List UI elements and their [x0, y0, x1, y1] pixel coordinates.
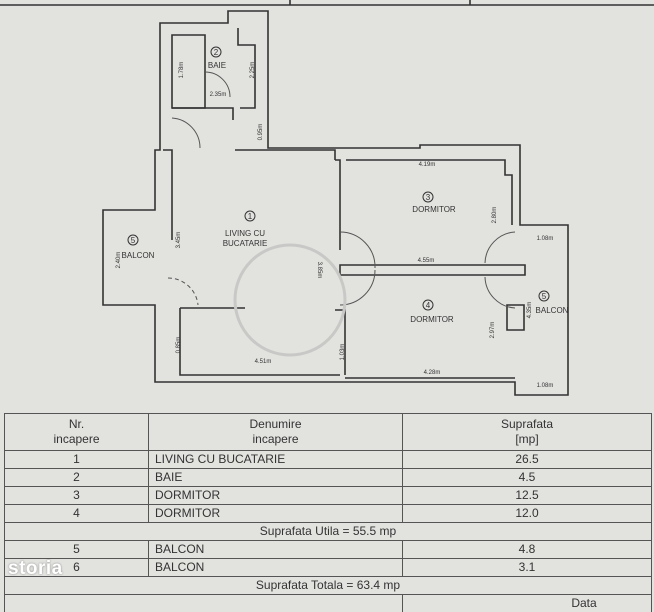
svg-text:2.97m: 2.97m	[490, 322, 496, 339]
cell-name: LIVING CU BUCATARIE	[149, 451, 403, 469]
svg-text:1.78m: 1.78m	[179, 62, 185, 79]
useful-total: Suprafata Utila = 55.5 mp	[5, 523, 652, 541]
svg-text:2.25m: 2.25m	[250, 62, 256, 79]
svg-text:0.95m: 0.95m	[258, 124, 264, 141]
room-label-living: LIVING CU	[225, 229, 265, 238]
cell-area: 26.5	[403, 451, 652, 469]
header-nr: Nr.	[69, 417, 84, 431]
room-label-balcon-left: BALCON	[122, 251, 155, 260]
room-label-baie: BAIE	[208, 61, 226, 70]
cell-name: DORMITOR	[149, 487, 403, 505]
svg-text:4.35m: 4.35m	[527, 302, 533, 319]
room-number: 5	[542, 292, 547, 301]
cell-nr: 5	[5, 541, 149, 559]
date-label: Data	[403, 595, 652, 612]
useful-total-row: Suprafata Utila = 55.5 mp	[5, 523, 652, 541]
cell-area: 4.8	[403, 541, 652, 559]
room-label-dormitor-3: DORMITOR	[412, 205, 456, 214]
cell-name: BALCON	[149, 541, 403, 559]
room-label-balcon-right: BALCON	[536, 306, 569, 315]
dimension-labels: 1.78m 2.25m 2.35m 0.95m 4.19m 2.80m 4.55…	[116, 62, 553, 389]
grand-total-row: Suprafata Totala = 63.4 mp	[5, 577, 652, 595]
cell-area: 3.1	[403, 559, 652, 577]
cell-nr: 4	[5, 505, 149, 523]
svg-text:0.85m: 0.85m	[176, 337, 182, 354]
room-number: 4	[426, 301, 431, 310]
cell-name: BALCON	[149, 559, 403, 577]
storia-watermark: storia	[8, 558, 63, 580]
svg-text:3.85m: 3.85m	[316, 262, 322, 279]
cell-nr: 2	[5, 469, 149, 487]
svg-text:2.40m: 2.40m	[116, 252, 122, 269]
svg-text:4.19m: 4.19m	[419, 162, 436, 168]
svg-text:2.35m: 2.35m	[210, 92, 227, 98]
header-area-unit: [mp]	[515, 432, 538, 446]
cell-area: 4.5	[403, 469, 652, 487]
cell-name: DORMITOR	[149, 505, 403, 523]
cell-nr: 1	[5, 451, 149, 469]
svg-text:4.28m: 4.28m	[424, 370, 441, 376]
room-number: 5	[131, 236, 136, 245]
cell-nr: 3	[5, 487, 149, 505]
cell-name: BAIE	[149, 469, 403, 487]
floor-plan: 2 BAIE 1 LIVING CU BUCATARIE 3 DORMITOR …	[0, 0, 654, 413]
room-number: 2	[214, 48, 219, 57]
cell-area: 12.5	[403, 487, 652, 505]
room-label-living-2: BUCATARIE	[223, 239, 268, 248]
svg-text:2.80m: 2.80m	[492, 207, 498, 224]
svg-text:1.03m: 1.03m	[340, 344, 346, 361]
svg-text:4.55m: 4.55m	[418, 258, 435, 264]
room-number: 3	[426, 193, 431, 202]
header-name-2: incapere	[252, 432, 298, 446]
header-name: Denumire	[249, 417, 301, 431]
grand-total: Suprafata Totala = 63.4 mp	[5, 577, 652, 595]
svg-text:1.08m: 1.08m	[537, 236, 554, 242]
svg-text:1.08m: 1.08m	[537, 383, 554, 389]
footer-row: Data	[5, 595, 652, 612]
header-nr-2: incapere	[53, 432, 99, 446]
svg-text:3.45m: 3.45m	[176, 232, 182, 249]
header-area: Suprafata	[501, 417, 553, 431]
svg-text:4.51m: 4.51m	[255, 359, 272, 365]
room-number: 1	[248, 212, 253, 221]
cell-area: 12.0	[403, 505, 652, 523]
room-label-dormitor-4: DORMITOR	[410, 315, 454, 324]
